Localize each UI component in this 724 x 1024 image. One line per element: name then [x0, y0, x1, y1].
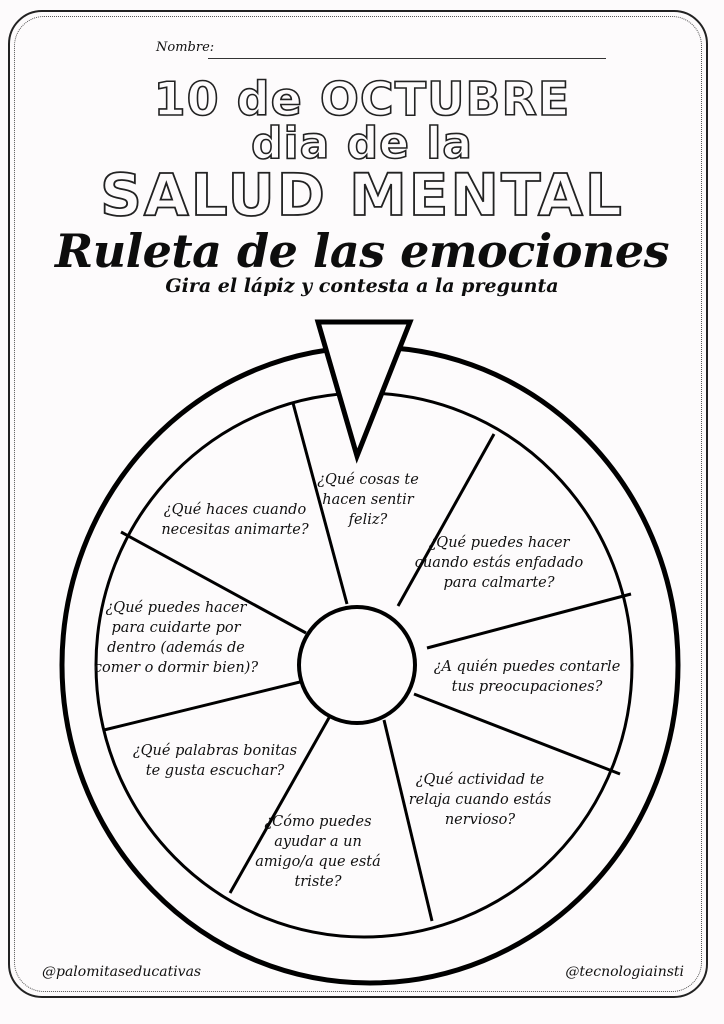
- main-title: Ruleta de las emociones: [54, 224, 670, 278]
- wheel-question-7: ¿Qué puedes hacer para cuidarte por dentro…: [94, 600, 258, 676]
- wheel-question-5: ¿Cómo puedes ayudar a un amigo/a que está t…: [255, 814, 381, 890]
- wheel-divider-1: [291, 402, 349, 605]
- question-line: ¿Qué actividad te: [416, 772, 544, 788]
- wheel-divider-3: [426, 592, 632, 650]
- question-line: ¿Qué puedes hacer: [106, 600, 248, 616]
- question-line: ¿Qué cosas te: [317, 472, 419, 488]
- wheel-divider-5: [382, 719, 434, 922]
- question-line: tus preocupaciones?: [452, 679, 603, 695]
- question-line: dentro (además de: [107, 640, 245, 656]
- page-border: [8, 10, 708, 998]
- title-date: 10 de OCTUBRE: [153, 72, 571, 126]
- wheel-divider-6: [228, 715, 332, 894]
- question-line: nervioso?: [445, 812, 516, 828]
- footer-handle-right: @tecnologiainsti: [565, 964, 684, 980]
- question-line: comer o dormir bien)?: [94, 660, 258, 676]
- question-line: ¿Qué haces cuando: [164, 502, 307, 518]
- name-input-line[interactable]: [208, 58, 606, 59]
- question-line: ¿A quién puedes contarle: [434, 659, 621, 675]
- question-line: ¿Qué palabras bonitas: [133, 743, 297, 759]
- question-line: ¿Qué puedes hacer: [429, 535, 571, 551]
- wheel-divider-7: [103, 679, 305, 732]
- wheel-question-3: ¿A quién puedes contarle tus preocupacion…: [434, 659, 621, 695]
- wheel-questions: ¿Qué cosas te hacen sentir feliz? ¿Qué pued…: [94, 472, 620, 890]
- question-line: para cuidarte por: [111, 620, 241, 636]
- question-line: te gusta escuchar?: [146, 763, 285, 779]
- question-line: para calmarte?: [443, 575, 554, 591]
- wheel-center-hub: [297, 605, 417, 725]
- title-day-of: dia de la: [250, 118, 474, 169]
- wheel-question-6: ¿Qué palabras bonitas te gusta escuchar?: [133, 743, 297, 779]
- name-label: Nombre:: [156, 40, 215, 55]
- instruction-subtitle: Gira el lápiz y contesta a la pregunta: [165, 275, 559, 297]
- wheel-divider-4: [413, 692, 621, 776]
- name-field-row: Nombre:: [156, 40, 606, 64]
- question-line: triste?: [294, 874, 341, 890]
- wheel-geometry: [59, 344, 681, 986]
- question-line: necesitas animarte?: [161, 522, 309, 538]
- wheel-question-2: ¿Qué puedes hacer cuando estás enfadado pa…: [415, 535, 584, 591]
- title-mental-health: SALUD MENTAL: [99, 161, 624, 229]
- question-line: feliz?: [348, 512, 388, 528]
- wheel-question-8: ¿Qué haces cuando necesitas animarte?: [161, 502, 309, 538]
- question-line: amigo/a que está: [255, 854, 381, 870]
- footer-handle-left: @palomitaseducativas: [42, 964, 202, 980]
- question-line: ¿Cómo puedes: [264, 814, 371, 830]
- wheel-divider-8: [120, 530, 307, 635]
- wheel-question-1: ¿Qué cosas te hacen sentir feliz?: [317, 472, 419, 528]
- wheel-divider-2: [396, 433, 496, 607]
- page-dotted-border: [14, 16, 702, 992]
- wheel-question-4: ¿Qué actividad te relaja cuando estás nerv…: [409, 772, 552, 828]
- question-line: relaja cuando estás: [409, 792, 552, 808]
- pointer-triangle-icon: [314, 319, 414, 464]
- question-line: ayudar a un: [274, 834, 362, 850]
- question-line: cuando estás enfadado: [415, 555, 584, 571]
- question-line: hacen sentir: [322, 492, 414, 508]
